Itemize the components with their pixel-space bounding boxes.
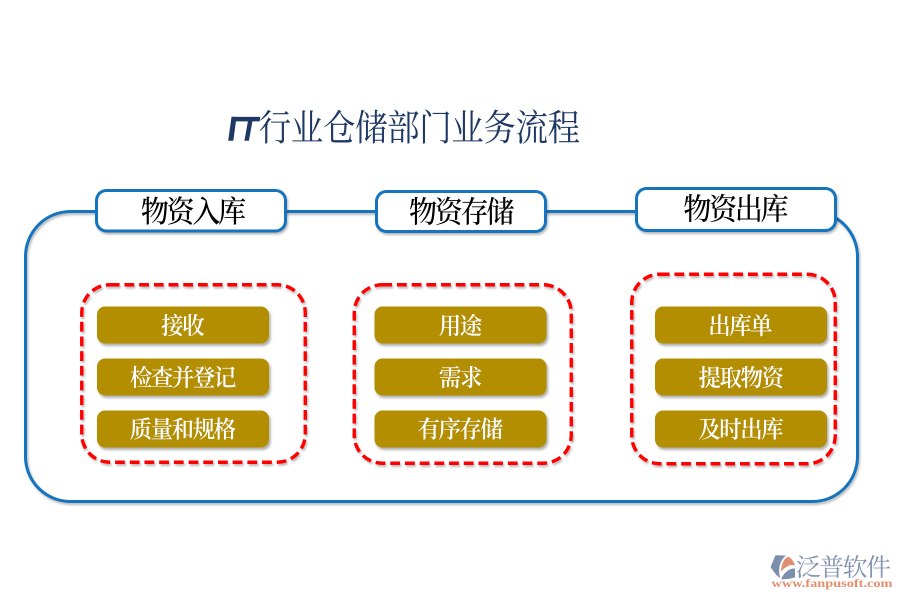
svg-text:www.fanpusoft.com: www.fanpusoft.com	[772, 576, 893, 590]
